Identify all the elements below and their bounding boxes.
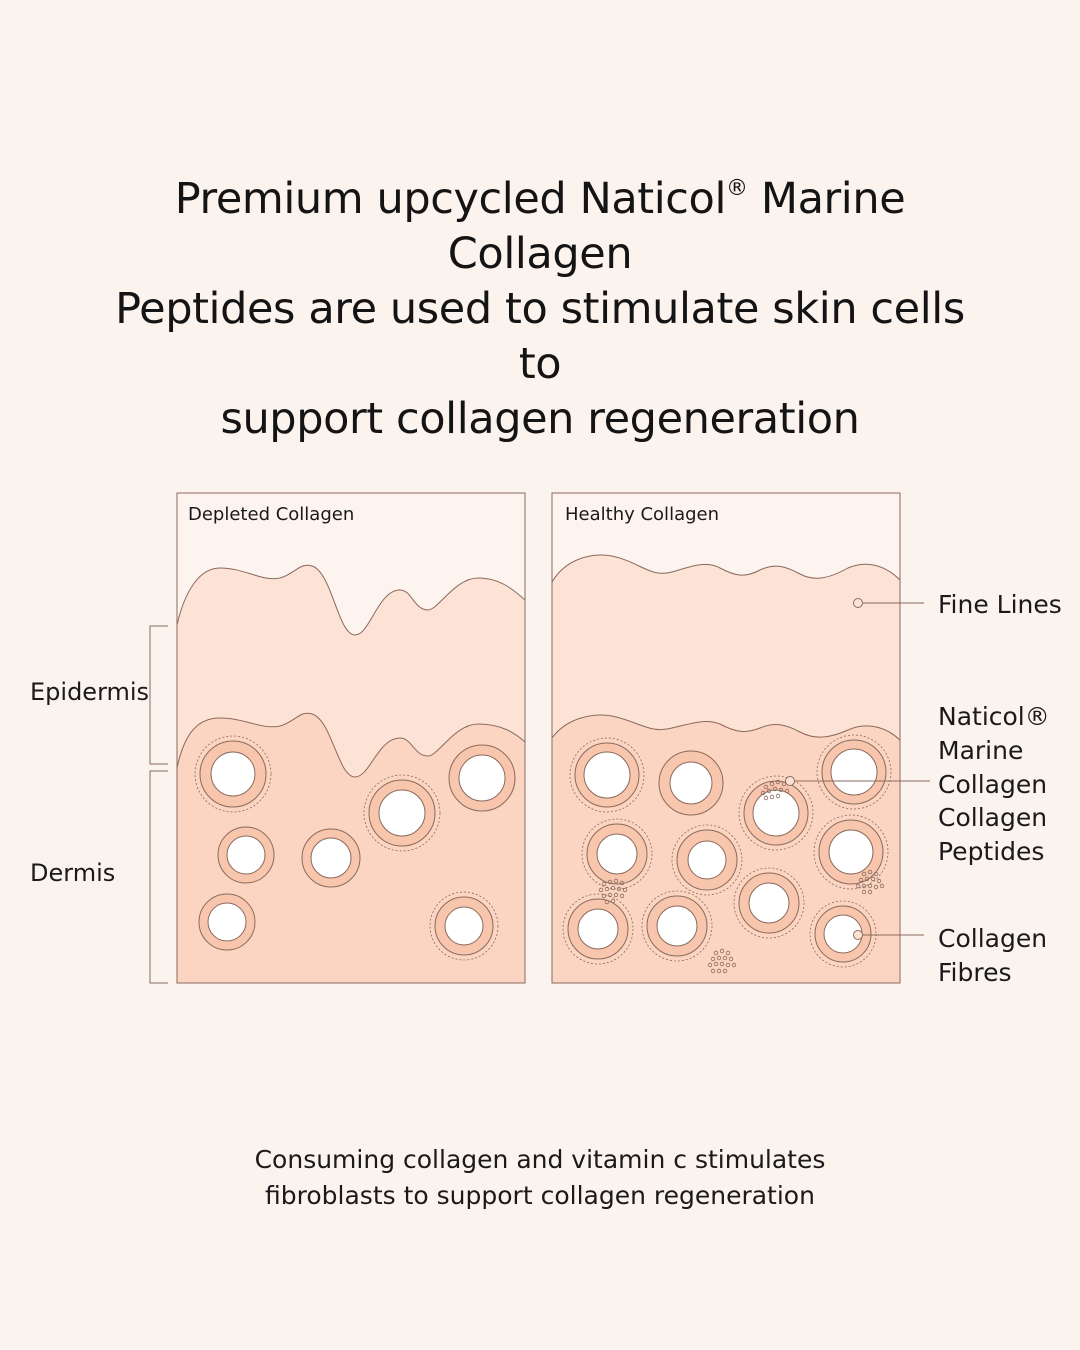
- peptides-label-line: Naticol®: [938, 702, 1050, 731]
- peptide-clusters: [598, 779, 885, 974]
- peptides-label-line: Collagen: [938, 803, 1047, 832]
- panel-depleted-title: Depleted Collagen: [188, 504, 354, 525]
- fine-lines-label: Fine Lines: [938, 590, 1062, 619]
- footer-line-2: fibroblasts to support collagen regenera…: [265, 1181, 815, 1210]
- headline: Premium upcycled Naticol® Marine Collage…: [90, 172, 990, 447]
- fibre-cell: [429, 891, 499, 961]
- fibre-cell: [671, 824, 743, 896]
- panel-depleted-border: [176, 492, 526, 984]
- peptides-marker: [785, 776, 795, 786]
- headline-line-2: Peptides are used to stimulate skin cell…: [115, 284, 965, 389]
- dermis-bracket: [149, 770, 168, 984]
- peptides-label-line: Marine: [938, 736, 1023, 765]
- panel-healthy: Healthy Collagen: [551, 492, 901, 984]
- fibre-cell: [816, 734, 892, 810]
- peptide-cluster: [707, 948, 737, 974]
- peptides-label-line: Peptides: [938, 837, 1044, 866]
- fibre-cell: [301, 828, 361, 888]
- fibre-cell: [658, 750, 724, 816]
- dermis-label: Dermis: [30, 859, 115, 887]
- collagen-fibres-healthy: [562, 734, 892, 968]
- fibre-cell: [363, 774, 441, 852]
- collagen-fibres-depleted: [194, 735, 516, 961]
- fibres-label-line: Collagen: [938, 924, 1047, 953]
- peptides-label: Naticol® Marine Collagen Collagen Peptid…: [938, 702, 1050, 866]
- callout-leaders: [785, 598, 930, 940]
- fibre-cell: [217, 826, 275, 884]
- fibre-cell: [641, 890, 713, 962]
- fibres-label: Collagen Fibres: [938, 924, 1047, 987]
- headline-line-1b: Marine Collagen: [447, 174, 906, 279]
- headline-line-3: support collagen regeneration: [220, 394, 860, 444]
- fibre-cell: [813, 814, 889, 890]
- fibres-label-line: Fibres: [938, 958, 1012, 987]
- footer-line-1: Consuming collagen and vitamin c stimula…: [254, 1145, 826, 1174]
- panel-healthy-border: [551, 492, 901, 984]
- fibre-cell: [733, 867, 805, 939]
- fibre-cell: [194, 735, 272, 813]
- fibre-cell: [562, 893, 634, 965]
- fibres-marker: [853, 930, 863, 940]
- panel-healthy-title: Healthy Collagen: [565, 504, 719, 525]
- peptide-cluster: [855, 869, 885, 895]
- peptide-cluster: [598, 878, 628, 905]
- registered-mark: ®: [726, 176, 748, 201]
- epidermis-bracket: [149, 625, 168, 765]
- fibre-cell: [809, 900, 877, 968]
- fine-lines-marker: [853, 598, 863, 608]
- fibre-cell: [738, 775, 814, 851]
- fibre-cell: [448, 744, 516, 812]
- fibre-cell: [198, 893, 256, 951]
- headline-line-1: Premium upcycled Naticol® Marine Collage…: [90, 172, 990, 282]
- epidermis-label: Epidermis: [30, 678, 149, 706]
- headline-line-1a: Premium upcycled Naticol: [174, 174, 727, 224]
- footer-caption: Consuming collagen and vitamin c stimula…: [140, 1142, 940, 1214]
- fibre-cell: [569, 737, 645, 813]
- panel-depleted: Depleted Collagen: [176, 492, 526, 984]
- peptide-cluster: [760, 779, 790, 801]
- peptides-label-line: Collagen: [938, 770, 1047, 799]
- fibre-cell: [581, 818, 653, 890]
